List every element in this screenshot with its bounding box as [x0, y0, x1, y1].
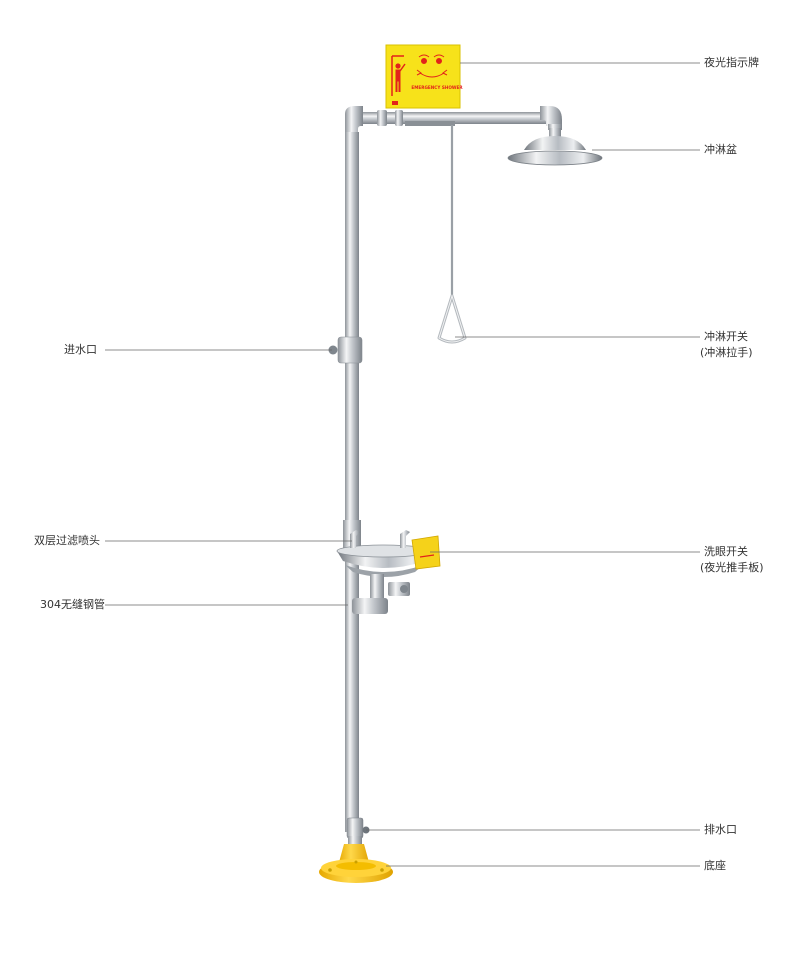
label-water-inlet: 进水口 — [64, 343, 97, 356]
drain-valve — [346, 817, 370, 844]
label-steel-pipe: 304无缝钢管 — [40, 598, 105, 611]
leader-lines — [105, 62, 700, 867]
label-eyewash-switch-sub: (夜光推手板) — [700, 561, 764, 574]
shower-head — [507, 128, 603, 166]
label-dual-filter-nozzle: 双层过滤喷头 — [34, 534, 100, 547]
main-pipe — [328, 132, 363, 832]
person-shower-icon — [391, 55, 406, 96]
eyewash-assembly — [336, 530, 441, 614]
label-shower-head: 冲淋盆 — [704, 143, 737, 156]
label-base: 底座 — [704, 859, 726, 872]
label-glow-sign: 夜光指示牌 — [704, 56, 759, 69]
label-shower-switch: 冲淋开关 — [704, 330, 748, 343]
top-arm — [345, 106, 562, 135]
shower-pull-rod — [437, 125, 467, 344]
glow-sign: EMERGENCY SHOWER — [385, 44, 463, 109]
yellow-base — [319, 844, 393, 883]
sign-caption: EMERGENCY SHOWER — [411, 85, 463, 90]
label-eyewash-switch: 洗眼开关 — [704, 545, 748, 558]
label-drain-outlet: 排水口 — [704, 823, 737, 836]
label-shower-switch-sub: (冲淋拉手) — [700, 346, 753, 359]
eyewash-face-icon — [416, 54, 448, 78]
